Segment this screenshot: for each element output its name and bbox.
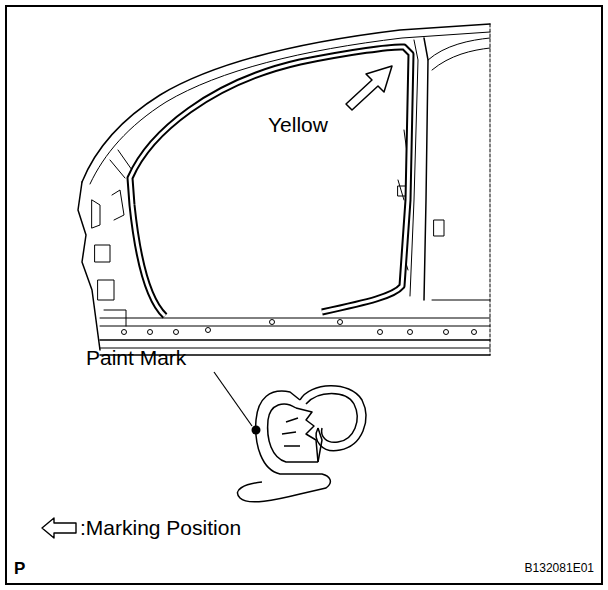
marking-arrow [346, 66, 392, 110]
body-side [78, 24, 490, 355]
legend-arrow [42, 518, 76, 538]
figure-code: B132081E01 [525, 562, 594, 575]
legend-text: :Marking Position [80, 516, 241, 539]
paint-mark-dot [252, 426, 261, 435]
weatherstrip-section [237, 386, 365, 502]
view-letter: P [14, 560, 25, 579]
leader-line [214, 372, 252, 426]
sill-holes [122, 320, 477, 335]
part-label: Paint Mark [86, 346, 186, 369]
frame [6, 6, 602, 584]
weatherstrip [130, 47, 411, 316]
color-label: Yellow [268, 113, 328, 136]
